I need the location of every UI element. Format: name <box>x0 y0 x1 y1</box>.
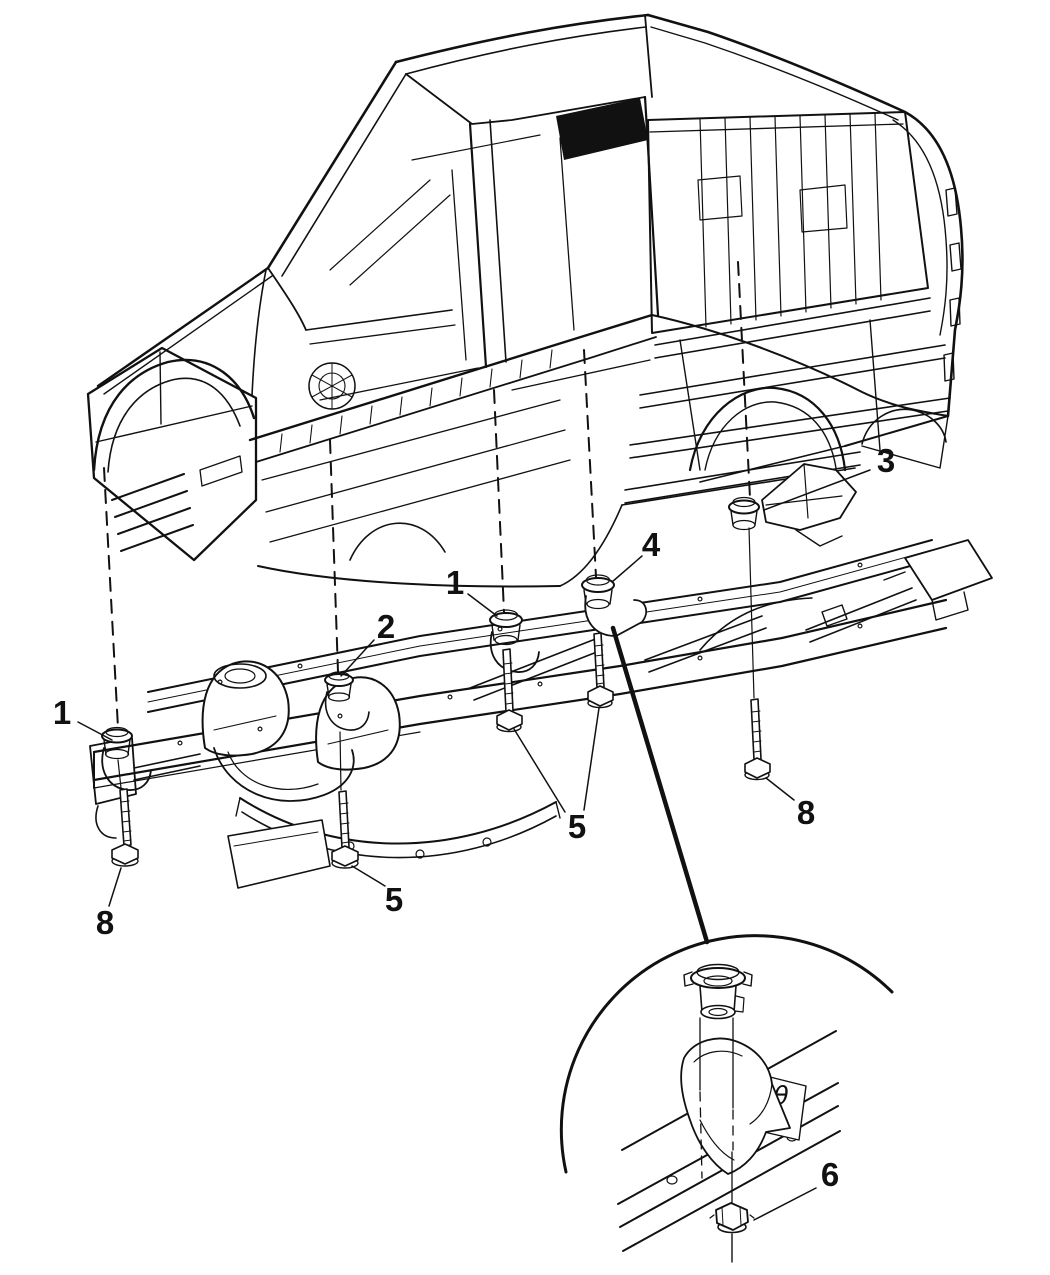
front-left-mount-bolt <box>111 759 139 867</box>
second-mount-bolt <box>331 731 359 869</box>
callout-leader-lines <box>77 469 871 1221</box>
truck-body <box>86 13 964 588</box>
callout-center-bolts: 5 <box>568 808 586 845</box>
callout-front-left-bolt: 8 <box>96 904 114 941</box>
body-mount-bracket-detail <box>680 1037 791 1175</box>
rear-window-aperture <box>556 98 648 160</box>
detail-circle <box>559 934 894 1174</box>
bed-front-mount-bolt <box>587 632 614 709</box>
callout-second-bolt: 5 <box>385 881 403 918</box>
ladder-frame <box>89 539 993 889</box>
cab-rear-mount-bolt <box>496 648 523 733</box>
callout-front-left-mount: 1 <box>53 694 71 731</box>
callout-labels: 1 8 2 5 1 4 5 3 8 6 <box>53 442 895 1193</box>
callout-bed-front-mount: 4 <box>642 526 661 563</box>
callout-second-mount: 2 <box>377 608 395 645</box>
mount-nut <box>709 1202 755 1234</box>
rear-mount-bolt <box>744 698 771 781</box>
bed-front-body-mount <box>581 574 648 637</box>
callout-rear-mount-bracket: 3 <box>877 442 895 479</box>
body-to-frame-dashed-lines <box>103 261 751 729</box>
second-body-mount <box>324 671 370 731</box>
callout-rear-bolt: 8 <box>797 794 815 831</box>
mount-bolts <box>111 632 771 869</box>
front-left-body-mount <box>101 726 152 791</box>
rear-body-mount-bracket <box>728 463 857 699</box>
callout-detail-nut: 6 <box>821 1156 839 1193</box>
callout-cab-rear-mount: 1 <box>446 564 464 601</box>
body-mount-bushing-detail <box>683 963 753 1020</box>
detail-leader-line <box>610 625 710 945</box>
detail-view: θ <box>559 934 894 1263</box>
body-mounts <box>101 463 857 791</box>
